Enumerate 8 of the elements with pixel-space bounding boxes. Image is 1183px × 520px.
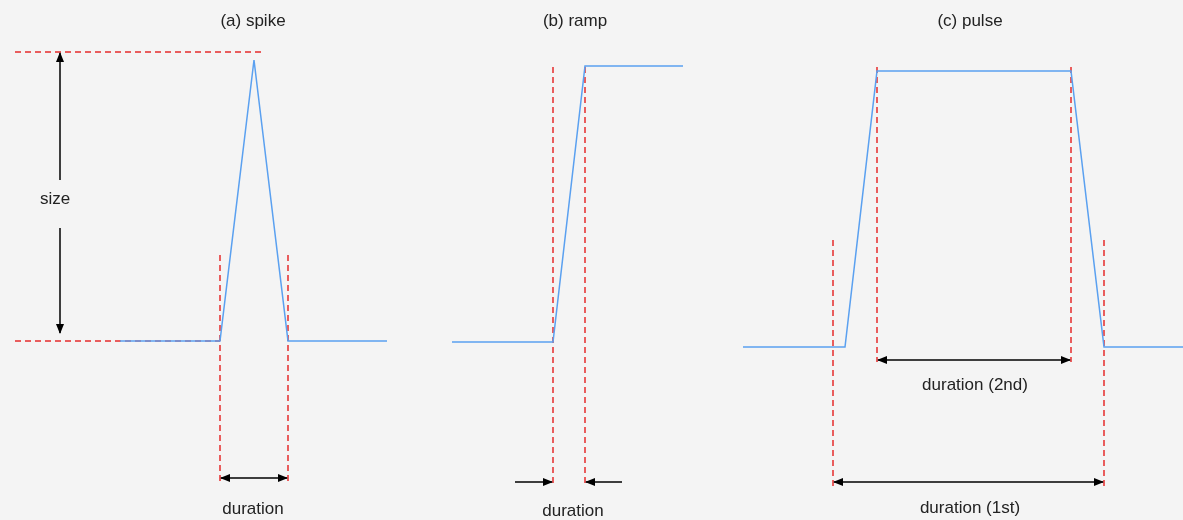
dimension-label: size bbox=[39, 189, 71, 207]
dimension-label: duration bbox=[542, 501, 604, 519]
panel-title: (b) ramp bbox=[542, 11, 608, 29]
dimension-label: duration (2nd) bbox=[922, 375, 1028, 393]
dimension-label: duration bbox=[222, 499, 284, 517]
panel-title: (a) spike bbox=[220, 11, 286, 29]
dimension-label: duration (1st) bbox=[919, 498, 1021, 516]
panel-title: (c) pulse bbox=[937, 11, 1003, 29]
